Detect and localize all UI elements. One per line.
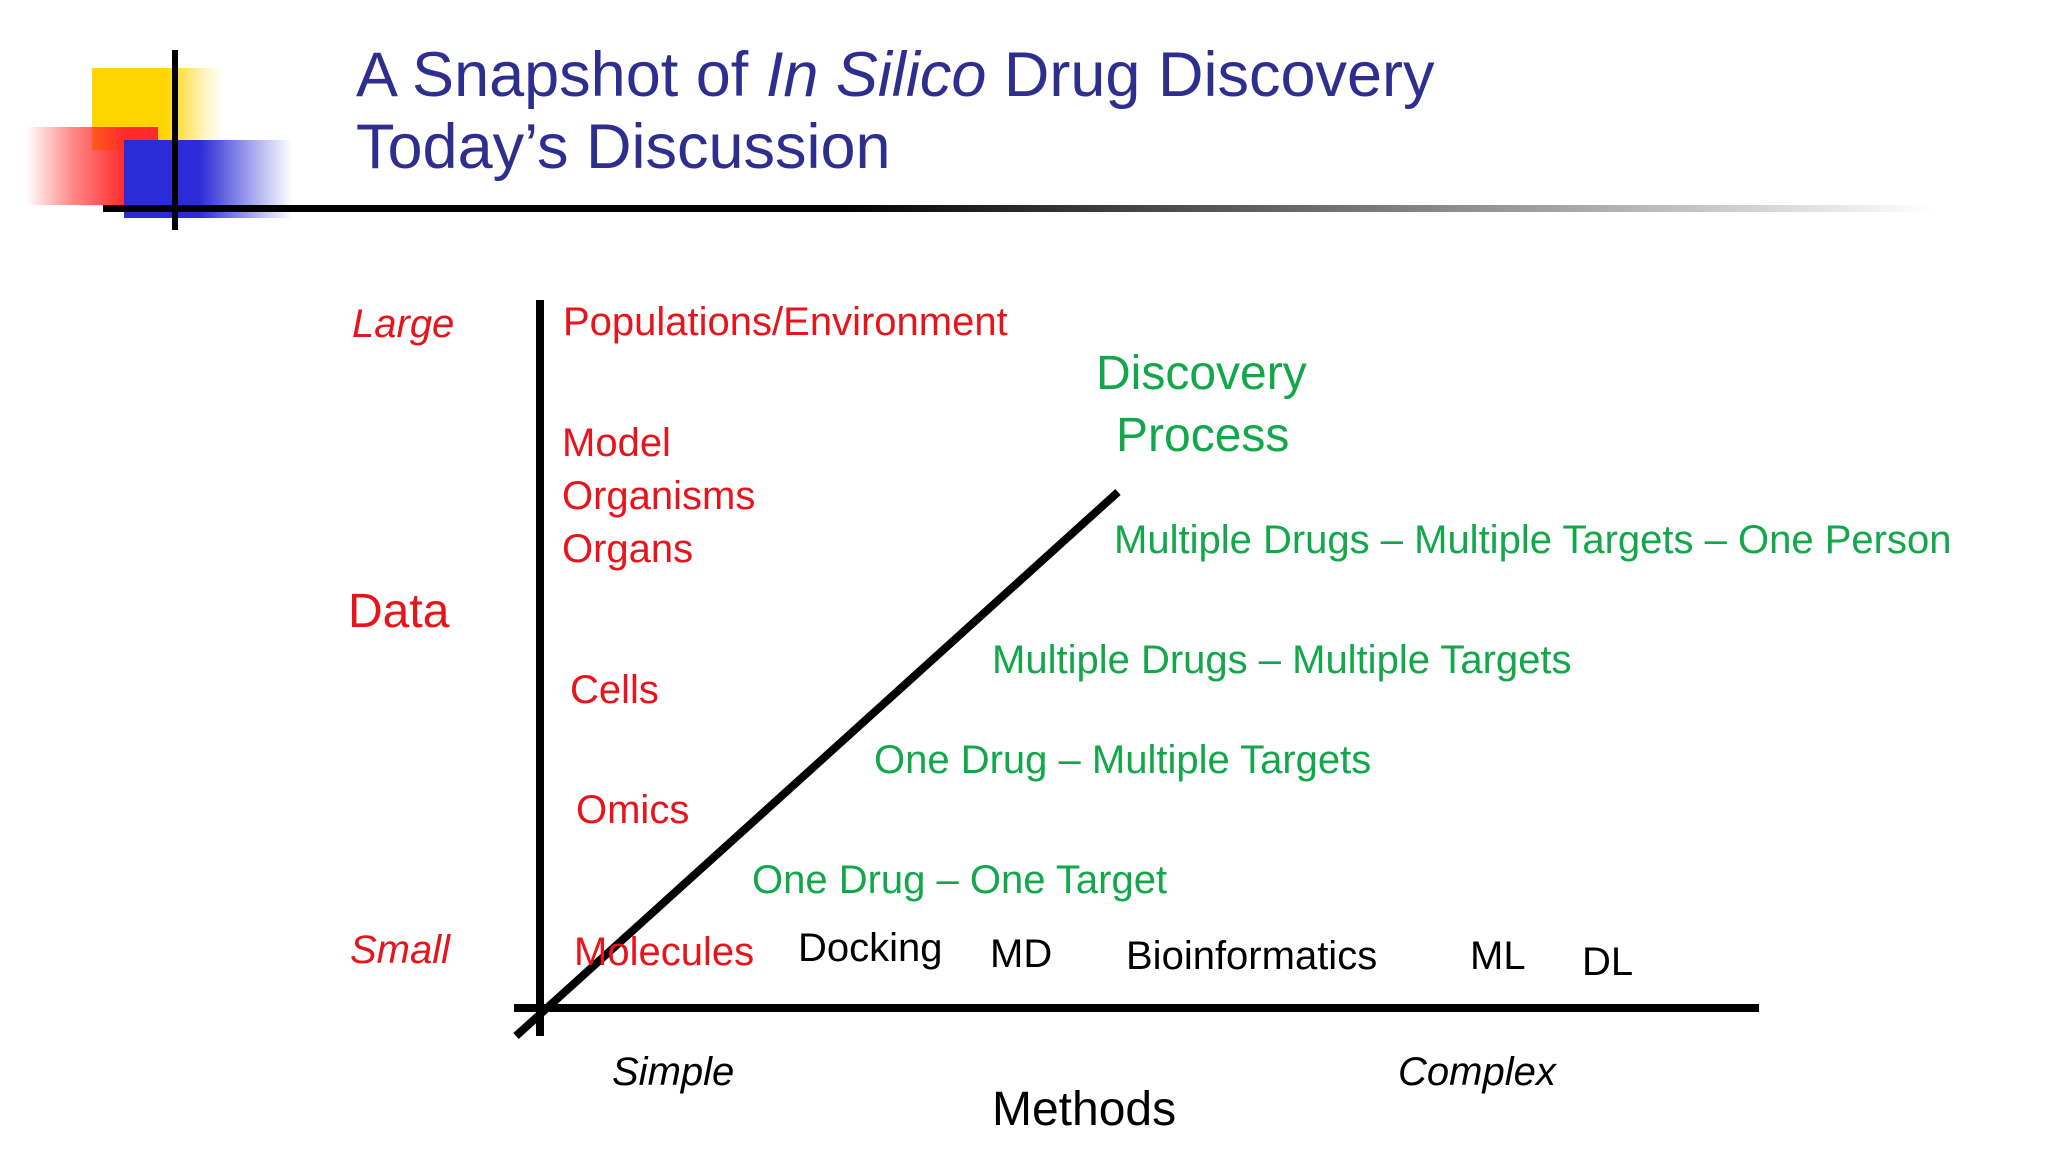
process-title-line2: Process (1116, 409, 1290, 462)
level-cells: Cells (570, 668, 659, 712)
y-axis-top-label: Large (352, 302, 455, 346)
process-step-one-one: One Drug – One Target (752, 858, 1168, 902)
x-axis-right-label: Complex (1398, 1050, 1556, 1094)
y-axis-title: Data (348, 585, 450, 638)
method-md: MD (990, 932, 1053, 976)
level-omics: Omics (576, 788, 690, 832)
x-axis-line (514, 1004, 1759, 1012)
title-suffix: Drug Discovery (986, 40, 1435, 110)
level-organs: Organs (562, 527, 694, 571)
title-underline (103, 205, 1933, 212)
title-italic: In Silico (765, 40, 987, 110)
x-axis-title: Methods (992, 1083, 1177, 1136)
level-populations: Populations/Environment (563, 300, 1008, 344)
process-step-multi-multi: Multiple Drugs – Multiple Targets (992, 638, 1572, 682)
method-ml: ML (1470, 934, 1526, 978)
method-docking: Docking (798, 926, 943, 970)
process-title-line1: Discovery (1096, 347, 1307, 400)
level-model: Model (562, 421, 671, 465)
level-organisms: Organisms (562, 474, 756, 518)
decor-vertical-line (172, 50, 178, 230)
y-axis-bottom-label: Small (350, 928, 451, 972)
process-step-multi-multi-person: Multiple Drugs – Multiple Targets – One … (1114, 518, 1952, 562)
process-step-one-multi: One Drug – Multiple Targets (874, 738, 1372, 782)
slide-title-line2: Today’s Discussion (356, 112, 891, 182)
method-dl: DL (1582, 940, 1634, 984)
title-prefix: A Snapshot of (356, 40, 766, 110)
method-bioinformatics: Bioinformatics (1126, 934, 1378, 978)
slide-title-line1: A Snapshot of In Silico Drug Discovery (356, 44, 1435, 107)
level-molecules: Molecules (574, 930, 755, 974)
y-axis-line (536, 300, 544, 1036)
x-axis-left-label: Simple (612, 1050, 735, 1094)
discovery-process-line (513, 489, 1121, 1039)
